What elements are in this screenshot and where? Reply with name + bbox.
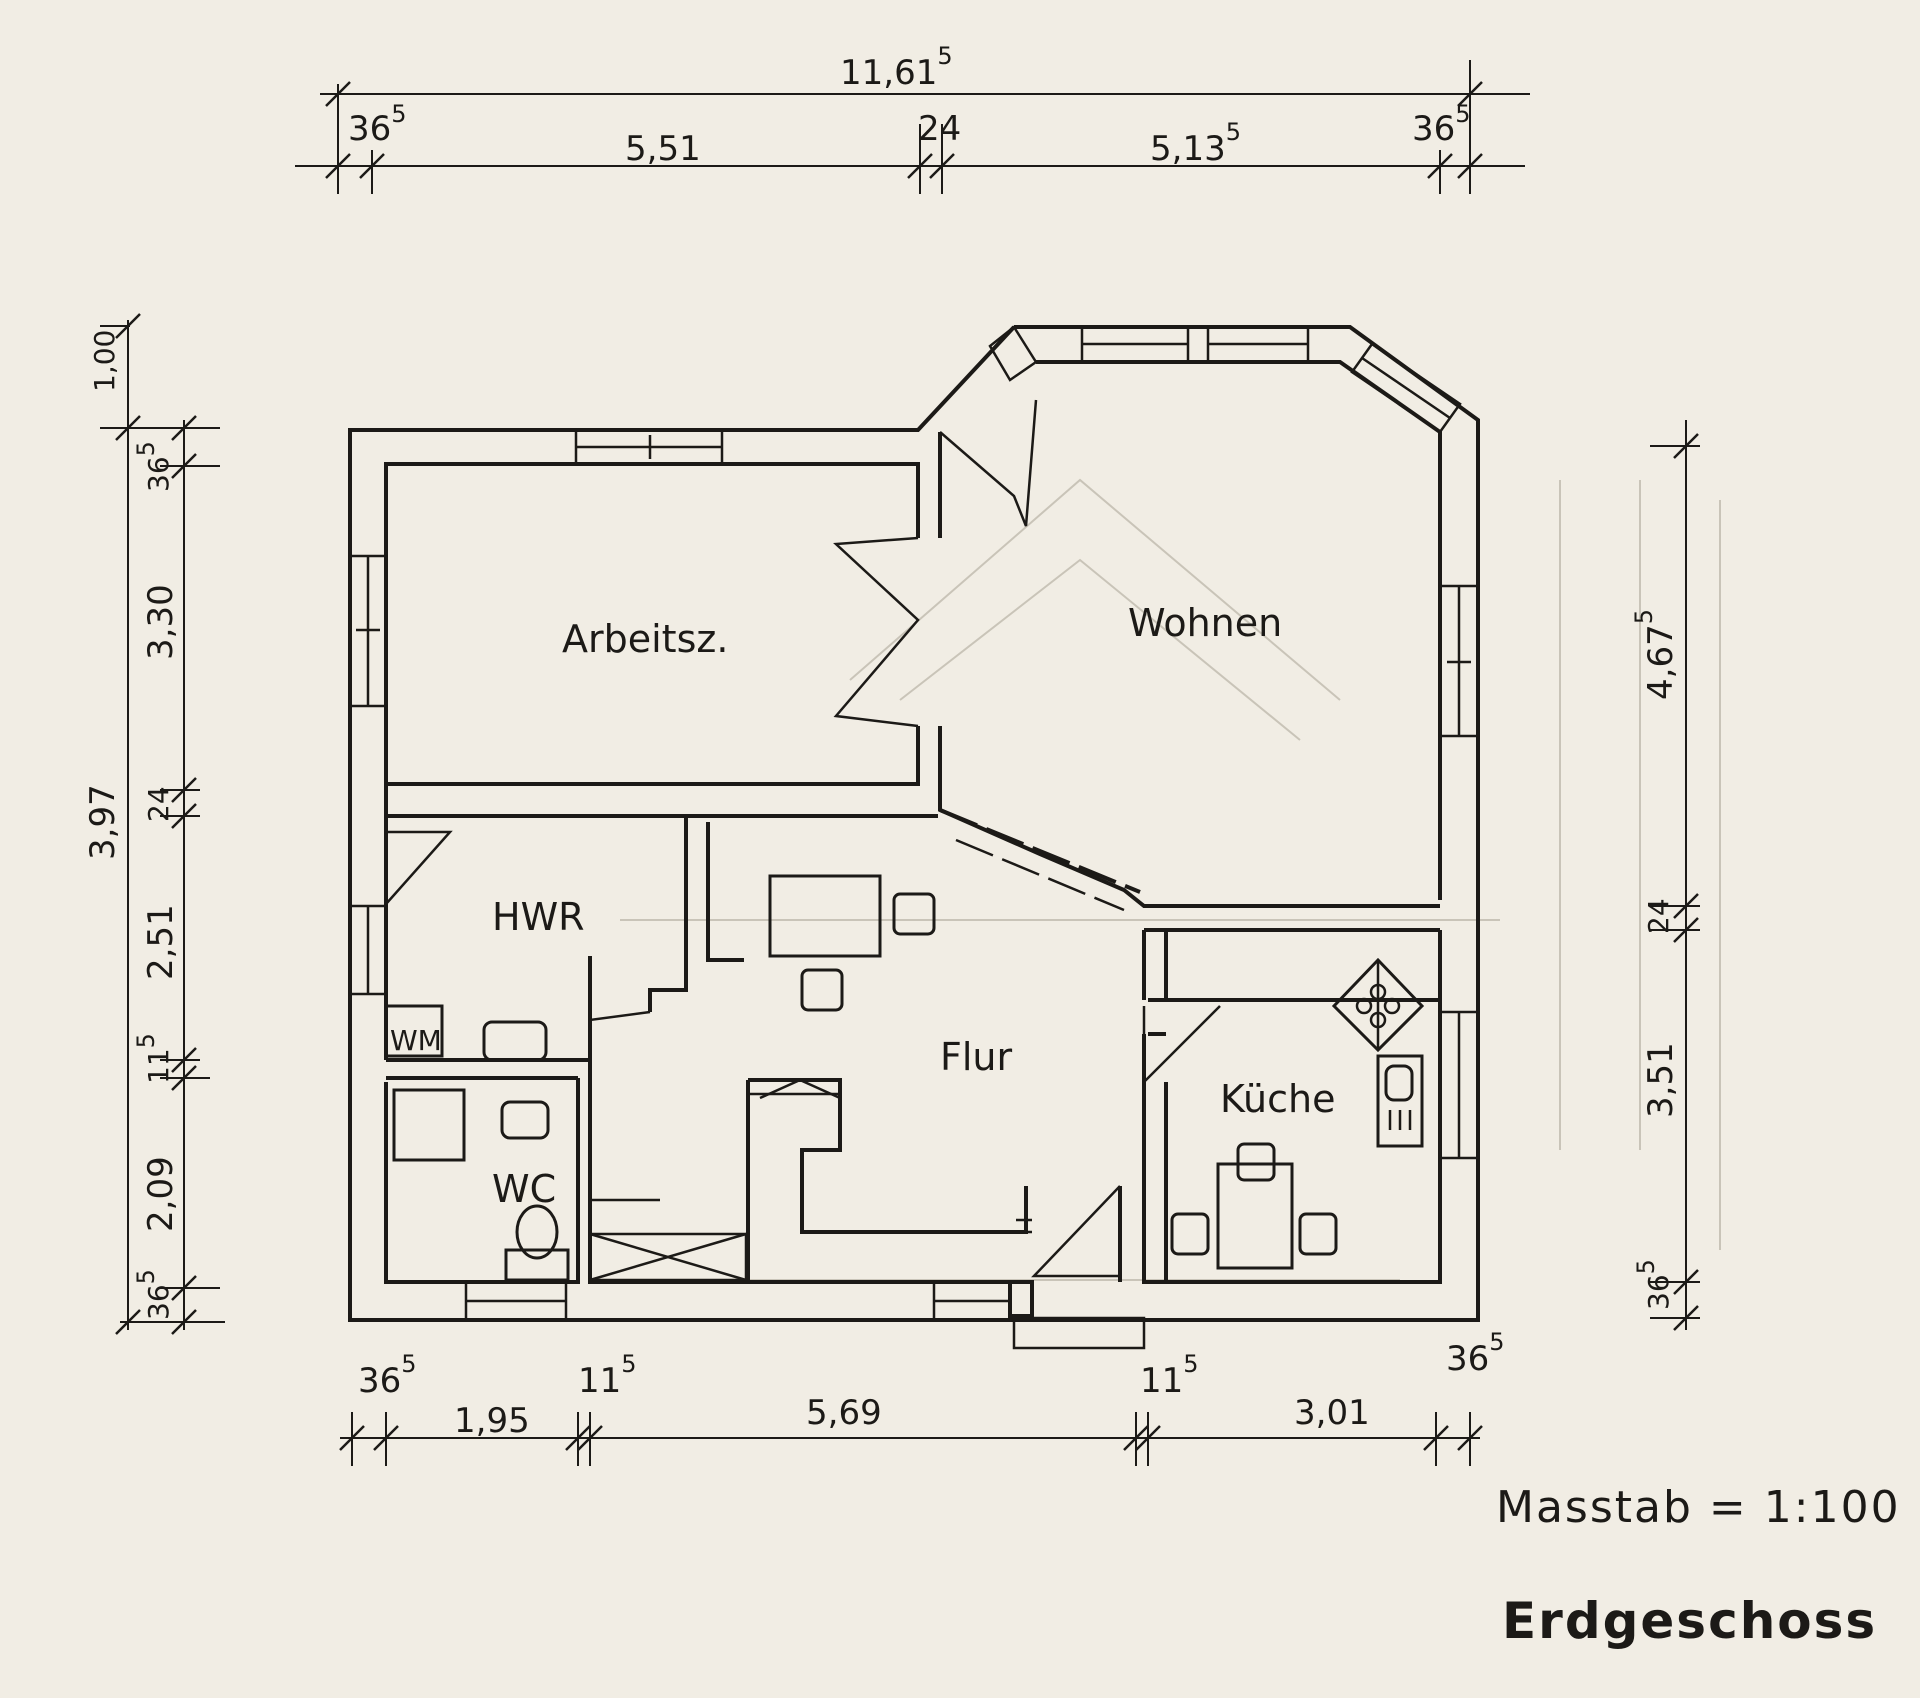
washing-machine (384, 1004, 444, 1058)
chair-flur-1 (892, 892, 936, 936)
sink-hwr (482, 1020, 548, 1062)
scale-note: Masstab = 1:100 (1496, 1482, 1901, 1533)
left-dimension-chain (100, 313, 225, 1335)
top-dimension-labels: 11,615 365 5,51 24 5,135 365 (348, 42, 1471, 169)
dim-bottom-wall-right: 365 (1446, 1328, 1505, 1379)
furniture (384, 874, 1425, 1282)
dim-top-inner-wall: 24 (918, 109, 961, 149)
door-kueche (1142, 1005, 1221, 1086)
window-wohnen-diagonal-right (1350, 342, 1462, 434)
label-washing-machine: WM (390, 1024, 442, 1057)
dim-bottom-kueche: 3,01 (1294, 1393, 1370, 1433)
dim-right-wohnen: 4,675 (1630, 609, 1681, 700)
interior-walls (386, 432, 1440, 1282)
dim-top-arbeitszimmer: 5,51 (625, 129, 701, 169)
dim-right-inner-wall: 24 (1642, 898, 1675, 934)
door-terrace-bay (939, 399, 1038, 527)
right-dimension-labels: 4,675 24 3,51 365 (1630, 609, 1681, 1310)
dim-left-arbeitszimmer: 3,30 (141, 584, 181, 660)
dining-table-kueche (1216, 1162, 1294, 1270)
room-label-hwr: HWR (492, 895, 585, 939)
dim-left-wc: 2,09 (141, 1156, 181, 1232)
chair-kueche-top (1236, 1142, 1276, 1182)
door-wc (588, 1084, 660, 1202)
dim-top-wall-right: 365 (1412, 100, 1471, 149)
room-label-wohnen: Wohnen (1128, 601, 1282, 645)
right-dimension-chain (1650, 420, 1700, 1331)
staircase (588, 1078, 1032, 1282)
dim-left-total: 3,97 (83, 784, 123, 860)
dim-bottom-wall-left: 365 (358, 1350, 417, 1401)
dim-right-wall-bottom: 365 (1632, 1259, 1675, 1310)
entrance-step (1012, 1316, 1146, 1350)
doors (385, 399, 1221, 1350)
window-wohnen-diagonal-left (988, 325, 1038, 382)
top-dimension-chain (295, 60, 1530, 194)
dim-right-kueche: 3,51 (1641, 1042, 1681, 1118)
shower-wc (392, 1088, 466, 1162)
bottom-dimension-chain (339, 1412, 1483, 1466)
background-bleed-lines (620, 478, 1721, 1281)
windows (348, 325, 1480, 1322)
room-label-kueche: Küche (1220, 1077, 1335, 1121)
room-label-arbeitszimmer: Arbeitsz. (562, 617, 728, 661)
dim-left-partition: 115 (132, 1033, 175, 1084)
dim-bottom-partition-right: 115 (1140, 1350, 1199, 1401)
bottom-dimension-labels: 365 1,95 115 5,69 115 3,01 365 (358, 1328, 1505, 1441)
room-labels: Arbeitsz. Wohnen HWR WC Flur Küche WM (390, 601, 1335, 1211)
dim-left-bay: 1,00 (88, 330, 121, 392)
toilet-wc (515, 1204, 559, 1260)
dim-top-wohnen: 5,135 (1150, 118, 1241, 169)
storage-cabinet-flur (588, 1232, 748, 1282)
door-flur-hwr (588, 956, 651, 1022)
dim-top-wall-left: 365 (348, 100, 407, 149)
dim-top-total: 11,615 (840, 42, 953, 93)
dim-bottom-wc: 1,95 (454, 1401, 530, 1441)
room-label-flur: Flur (940, 1035, 1012, 1079)
drawing-title: Erdgeschoss (1502, 1592, 1877, 1650)
door-entrance (1031, 1185, 1121, 1278)
glass-partition (939, 808, 1141, 912)
door-entrance-frame (1008, 1280, 1034, 1318)
dim-left-wall-bottom: 365 (132, 1269, 175, 1320)
left-dimension-labels: 1,00 3,97 365 3,30 24 2,51 115 2,09 365 (83, 330, 181, 1320)
dim-bottom-flur: 5,69 (806, 1393, 882, 1433)
dim-left-inner-wall: 24 (142, 786, 175, 822)
door-double-arbeitszimmer-wohnen (833, 536, 920, 728)
chair-flur-2 (800, 968, 844, 1012)
chair-kueche-left (1170, 1212, 1210, 1256)
door-hwr (385, 830, 453, 905)
dining-table-flur (768, 874, 882, 958)
room-label-wc: WC (492, 1167, 556, 1211)
toilet-tank-wc (504, 1248, 570, 1282)
dim-left-wall-top: 365 (132, 441, 175, 492)
chair-kueche-right (1298, 1212, 1338, 1256)
sink-kueche (1376, 1054, 1424, 1148)
dim-bottom-partition-left: 115 (578, 1350, 637, 1401)
dim-left-hwr: 2,51 (141, 904, 181, 980)
washbasin-wc (500, 1100, 550, 1140)
